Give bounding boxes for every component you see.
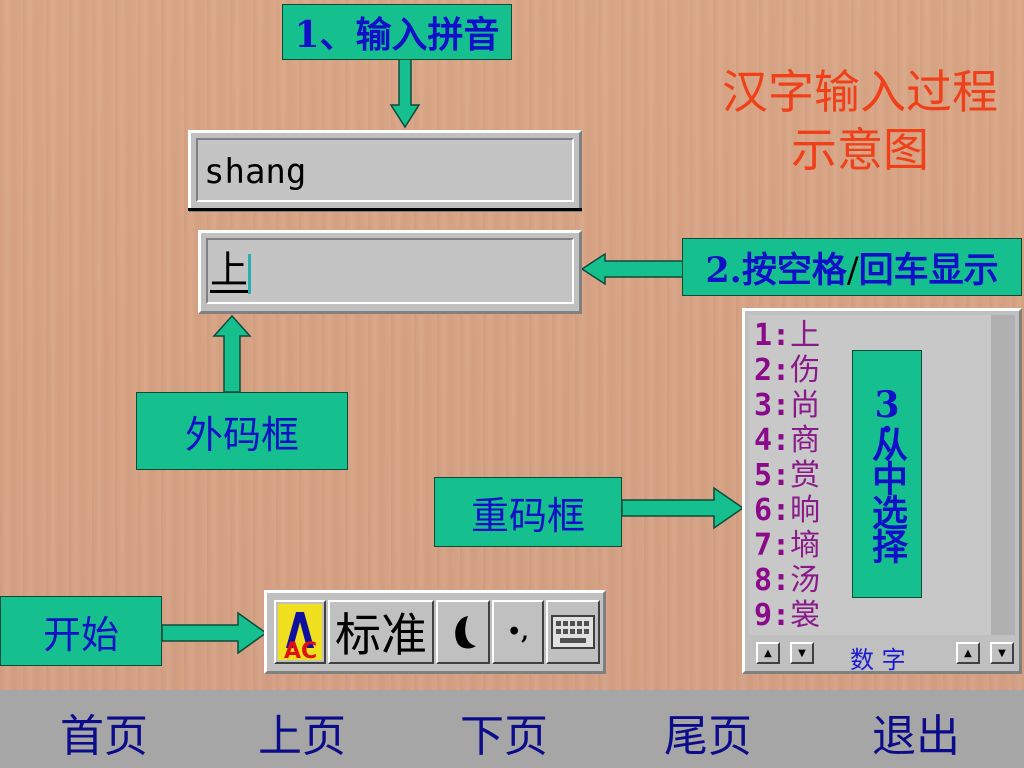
abc-icon[interactable]: AC <box>274 600 326 664</box>
step2-label: 2.按空格/回车显示 <box>682 238 1022 296</box>
arrow-layer <box>161 57 745 655</box>
step2-part-a: 按空格 <box>741 249 847 291</box>
page-down-button[interactable]: ▼ <box>990 642 1014 664</box>
arrow-step1-down <box>389 57 421 129</box>
outer-box-label: 外码框 <box>136 392 348 470</box>
candidate-scroll-track[interactable] <box>991 315 1015 635</box>
candidate-item[interactable]: 2:伤 <box>754 353 821 388</box>
candidate-item[interactable]: 1:上 <box>754 318 821 353</box>
keyboard-icon <box>551 615 595 649</box>
step2-num: 2. <box>705 249 742 291</box>
title-line2: 示意图 <box>791 123 929 177</box>
punctuation-icon: •, <box>507 619 529 645</box>
start-label: 开始 <box>0 596 162 666</box>
pinyin-input[interactable]: shang <box>196 138 574 202</box>
page-up-button[interactable]: ▲ <box>956 642 980 664</box>
soft-keyboard-button[interactable] <box>546 600 600 664</box>
nav-prev-link[interactable]: 上页 <box>258 711 346 762</box>
input-mode-button[interactable]: 标准 <box>328 600 434 664</box>
page-prev-button[interactable]: ▼ <box>790 642 814 664</box>
outer-box-text: 外码框 <box>184 412 299 457</box>
page-first-button[interactable]: ▲ <box>756 642 780 664</box>
pinyin-input-text: shang <box>204 152 307 192</box>
svg-text:AC: AC <box>284 639 317 660</box>
half-full-width-button[interactable] <box>436 600 490 664</box>
punctuation-button[interactable]: •, <box>492 600 544 664</box>
diagram-title: 汉字输入过程 示意图 <box>700 63 1020 179</box>
step3-num: 3 <box>874 384 900 426</box>
arrow-dup-right <box>621 486 745 530</box>
text-cursor <box>248 254 251 294</box>
nav-bar <box>0 690 1024 768</box>
step2-part-b: 回车显示 <box>858 249 999 291</box>
title-line1: 汉字输入过程 <box>722 65 998 119</box>
dup-box-text: 重码框 <box>470 493 585 538</box>
dup-box-label: 重码框 <box>434 477 622 547</box>
candidate-item[interactable]: 5:赏 <box>754 458 821 493</box>
nav-exit-link[interactable]: 退出 <box>872 711 960 762</box>
step1-text: 1、输入拼音 <box>294 14 500 56</box>
candidate-list: 1:上 2:伤 3:尚 4:商 5:赏 6:晌 7:墒 8:汤 9:裳 <box>754 318 820 633</box>
step3-label: 3 . 从中选择 <box>852 350 922 598</box>
step3-dot: . <box>880 399 894 441</box>
step3-text: 从中选择 <box>866 426 908 562</box>
candidate-item[interactable]: 9:裳 <box>754 598 821 633</box>
candidate-item[interactable]: 4:商 <box>754 423 821 458</box>
step2-sep: / <box>846 250 859 291</box>
arrow-start-right <box>161 611 268 655</box>
abc-logo-icon: AC <box>278 604 322 660</box>
candidate-footer-label: 数 字 <box>850 646 906 674</box>
outer-code-window: 上 <box>198 230 582 314</box>
moon-icon <box>455 616 476 649</box>
pinyin-window-underline <box>188 208 582 211</box>
candidate-item[interactable]: 8:汤 <box>754 563 821 598</box>
nav-last-link[interactable]: 尾页 <box>664 711 752 762</box>
candidate-item[interactable]: 7:墒 <box>754 528 821 563</box>
start-text: 开始 <box>42 612 119 657</box>
candidate-window <box>742 308 1022 674</box>
arrow-outer-up <box>212 314 252 393</box>
step1-label: 1、输入拼音 <box>282 4 512 60</box>
arrow-step2-left <box>580 252 685 286</box>
outer-code-input[interactable]: 上 <box>206 238 574 304</box>
candidate-item[interactable]: 3:尚 <box>754 388 821 423</box>
nav-next-link[interactable]: 下页 <box>460 711 548 762</box>
candidate-item[interactable]: 6:晌 <box>754 493 821 528</box>
outer-code-char: 上 <box>210 248 249 293</box>
pinyin-window: shang <box>188 130 582 212</box>
nav-home-link[interactable]: 首页 <box>60 711 148 762</box>
input-mode-label: 标准 <box>335 608 427 662</box>
